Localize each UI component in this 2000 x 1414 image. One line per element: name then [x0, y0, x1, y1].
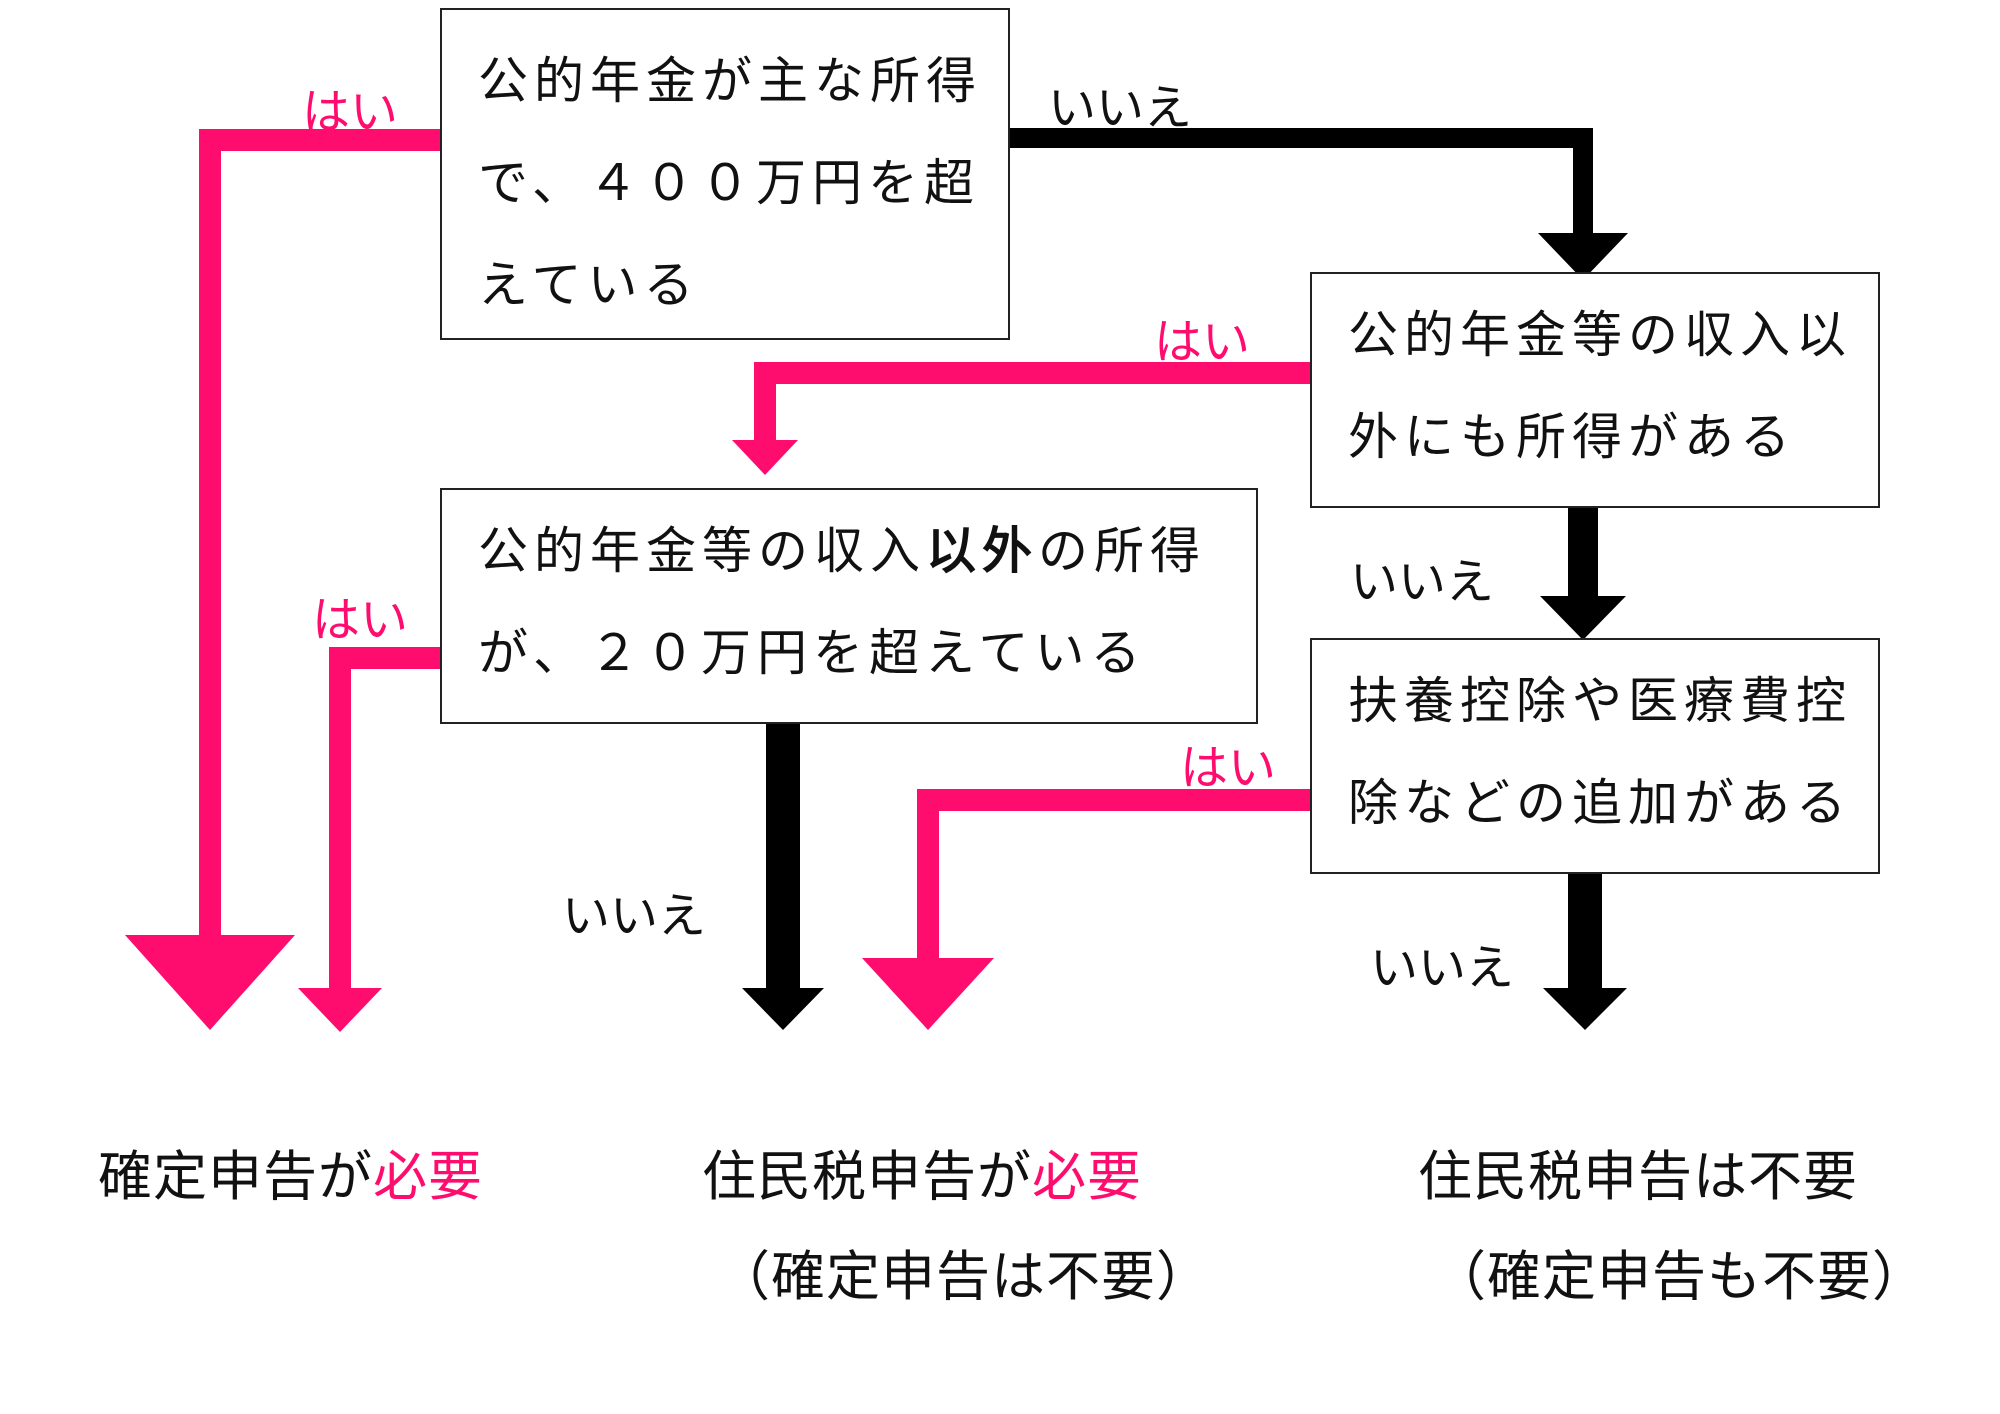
q3-yes-arrowhead: [298, 988, 382, 1032]
q1-yes-arrow: [199, 129, 440, 960]
q1-line-2: で、４００万円を超: [478, 154, 980, 212]
q2-yes-label: はい: [1154, 314, 1251, 370]
question-box-3: 公的年金等の収入以外の所得 が、２０万円を超えている: [440, 488, 1258, 724]
q3-yes-label: はい: [312, 592, 409, 648]
q2-yes-arrow: [754, 362, 1310, 445]
q1-no-label: いいえ: [1048, 80, 1193, 136]
q4-no-label: いいえ: [1370, 940, 1515, 996]
result-2-text: 住民税申告が: [702, 1145, 1032, 1208]
q3-line-1-bold: 以外: [926, 521, 1038, 580]
q4-line-2: 除などの追加がある: [1348, 774, 1852, 832]
result-1-text: 確定申告が: [98, 1145, 373, 1208]
q2-no-arrowhead: [1540, 596, 1626, 640]
question-box-1: 公的年金が主な所得 で、４００万円を超 えている: [440, 8, 1010, 340]
q3-no-arrow: [766, 720, 800, 990]
q1-no-arrowhead: [1538, 233, 1628, 280]
q4-yes-arrowhead: [862, 958, 994, 1030]
q4-yes-label: はい: [1180, 740, 1277, 796]
q3-no-label: いいえ: [562, 888, 707, 944]
result-2: 住民税申告が必要: [702, 1150, 1142, 1204]
result-3: 住民税申告は不要: [1418, 1145, 1858, 1208]
result-2-sub: （確定申告は不要）: [716, 1245, 1211, 1308]
q1-yes-arrowhead: [125, 935, 295, 1030]
q1-no-arrow: [1010, 128, 1593, 240]
q1-yes-label: はい: [302, 84, 399, 140]
q1-line-1: 公的年金が主な所得: [478, 52, 982, 110]
q3-line-1-pre: 公的年金等の収入: [478, 522, 926, 580]
q4-yes-arrow: [917, 789, 1310, 962]
q3-line-1-post: の所得: [1038, 522, 1206, 580]
result-3-sub: （確定申告も不要）: [1432, 1245, 1927, 1308]
q2-yes-arrowhead: [732, 440, 798, 475]
q3-line-2: が、２０万円を超えている: [478, 624, 1147, 682]
q4-no-arrow: [1568, 872, 1602, 990]
q4-no-arrowhead: [1543, 988, 1627, 1030]
q2-line-1: 公的年金等の収入以: [1348, 306, 1852, 364]
q3-yes-arrow: [329, 647, 440, 995]
result-2-highlight: 必要: [1032, 1145, 1142, 1208]
q3-line-1: 公的年金等の収入以外の所得: [478, 500, 1256, 602]
q2-no-arrow: [1568, 508, 1598, 598]
result-1: 確定申告が必要: [98, 1150, 483, 1204]
q2-line-2: 外にも所得がある: [1348, 408, 1796, 466]
question-box-2: 公的年金等の収入以 外にも所得がある: [1310, 272, 1880, 508]
q1-line-3: えている: [478, 256, 700, 314]
result-1-highlight: 必要: [373, 1145, 483, 1208]
q2-no-label: いいえ: [1350, 554, 1495, 610]
question-box-4: 扶養控除や医療費控 除などの追加がある: [1310, 638, 1880, 874]
q4-line-1: 扶養控除や医療費控: [1348, 672, 1852, 730]
q3-no-arrowhead: [742, 988, 824, 1030]
